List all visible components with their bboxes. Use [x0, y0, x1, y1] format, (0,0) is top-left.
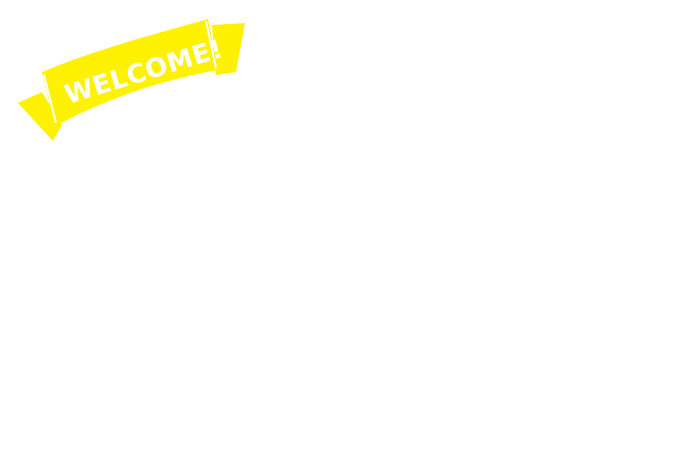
ribbon-graphic: WELCOME! [18, 19, 245, 141]
ribbon-band [42, 19, 218, 126]
ribbon-fold-right [205, 20, 217, 69]
ribbon-fold-left [43, 74, 57, 124]
ribbon-tail-right [212, 23, 245, 75]
welcome-banner: WELCOME! [0, 0, 260, 150]
ribbon-tail-left [18, 92, 62, 141]
